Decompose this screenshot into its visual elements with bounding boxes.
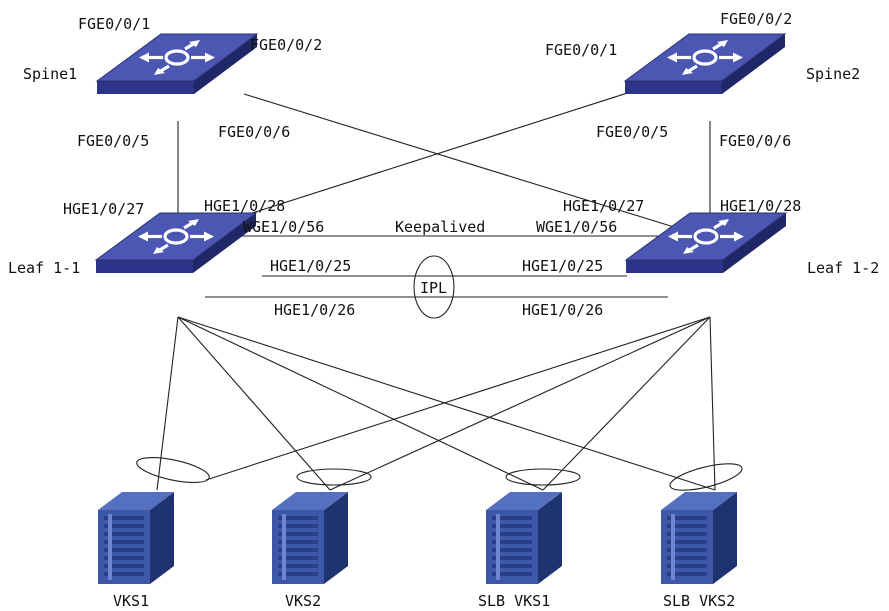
link-leaf2-vks2 — [329, 316, 711, 491]
spine2-switch[interactable] — [623, 32, 787, 96]
bond-ellipse-vks2 — [296, 468, 372, 486]
link-leaf1-slb2 — [177, 316, 716, 491]
link-leaf1-slb1 — [177, 316, 544, 491]
port-label: HGE1/0/27 — [63, 200, 144, 218]
link-leaf2-vks1 — [205, 316, 711, 481]
server-icon — [661, 492, 737, 584]
server-icon — [98, 492, 174, 584]
port-label: FGE0/0/5 — [77, 132, 149, 150]
spine1-switch[interactable] — [95, 32, 259, 96]
port-label: FGE0/0/5 — [596, 123, 668, 141]
slb2-label: SLB VKS2 — [663, 592, 735, 610]
port-label: FGE0/0/1 — [78, 15, 150, 33]
port-label: WGE1/0/56 — [536, 218, 617, 236]
vks2-server[interactable] — [272, 492, 348, 584]
links — [136, 87, 743, 491]
bond-ellipse-vks1 — [136, 457, 210, 483]
port-label: FGE0/0/1 — [545, 41, 617, 59]
leaf1-label: Leaf 1-1 — [8, 259, 80, 277]
port-label: HGE1/0/28 — [720, 197, 801, 215]
port-label: FGE0/0/6 — [218, 123, 290, 141]
port-label: HGE1/0/27 — [563, 197, 644, 215]
network-switch-icon — [624, 211, 788, 275]
spine1-label: Spine1 — [23, 65, 77, 83]
network-switch-icon — [623, 32, 787, 96]
port-label: HGE1/0/25 — [270, 257, 351, 275]
slb1-server[interactable] — [486, 492, 562, 584]
link-leaf1-vks1 — [156, 316, 179, 491]
leaf2-switch[interactable] — [624, 211, 788, 275]
vks2-label: VKS2 — [285, 592, 321, 610]
port-label: HGE1/0/26 — [274, 301, 355, 319]
port-label: HGE1/0/28 — [204, 197, 285, 215]
link-leaf2-slb2 — [709, 316, 716, 491]
link-leaf2-slb1 — [542, 316, 711, 491]
bond-ellipse-slb2 — [669, 463, 743, 491]
network-switch-icon — [95, 32, 259, 96]
port-label: HGE1/0/26 — [522, 301, 603, 319]
vks1-server[interactable] — [98, 492, 174, 584]
port-label: FGE0/0/2 — [250, 36, 322, 54]
port-label: HGE1/0/25 — [522, 257, 603, 275]
spine2-label: Spine2 — [806, 65, 860, 83]
port-label: FGE0/0/2 — [720, 10, 792, 28]
port-label: WGE1/0/56 — [243, 218, 324, 236]
ipl-bundle-ellipse — [413, 255, 455, 319]
link-spine1-leaf2 — [243, 93, 691, 233]
slb1-label: SLB VKS1 — [478, 592, 550, 610]
leaf2-label: Leaf 1-2 — [807, 259, 879, 277]
network-switch-icon — [94, 211, 258, 275]
link-spine2-leaf1 — [195, 87, 644, 232]
keepalived-label: Keepalived — [395, 218, 485, 236]
ipl-label: IPL — [420, 279, 447, 297]
leaf1-switch[interactable] — [94, 211, 258, 275]
bond-ellipse-slb1 — [505, 468, 581, 486]
slb2-server[interactable] — [661, 492, 737, 584]
server-icon — [486, 492, 562, 584]
vks1-label: VKS1 — [113, 592, 149, 610]
port-label: FGE0/0/6 — [719, 132, 791, 150]
server-icon — [272, 492, 348, 584]
link-leaf1-vks2 — [177, 316, 331, 491]
